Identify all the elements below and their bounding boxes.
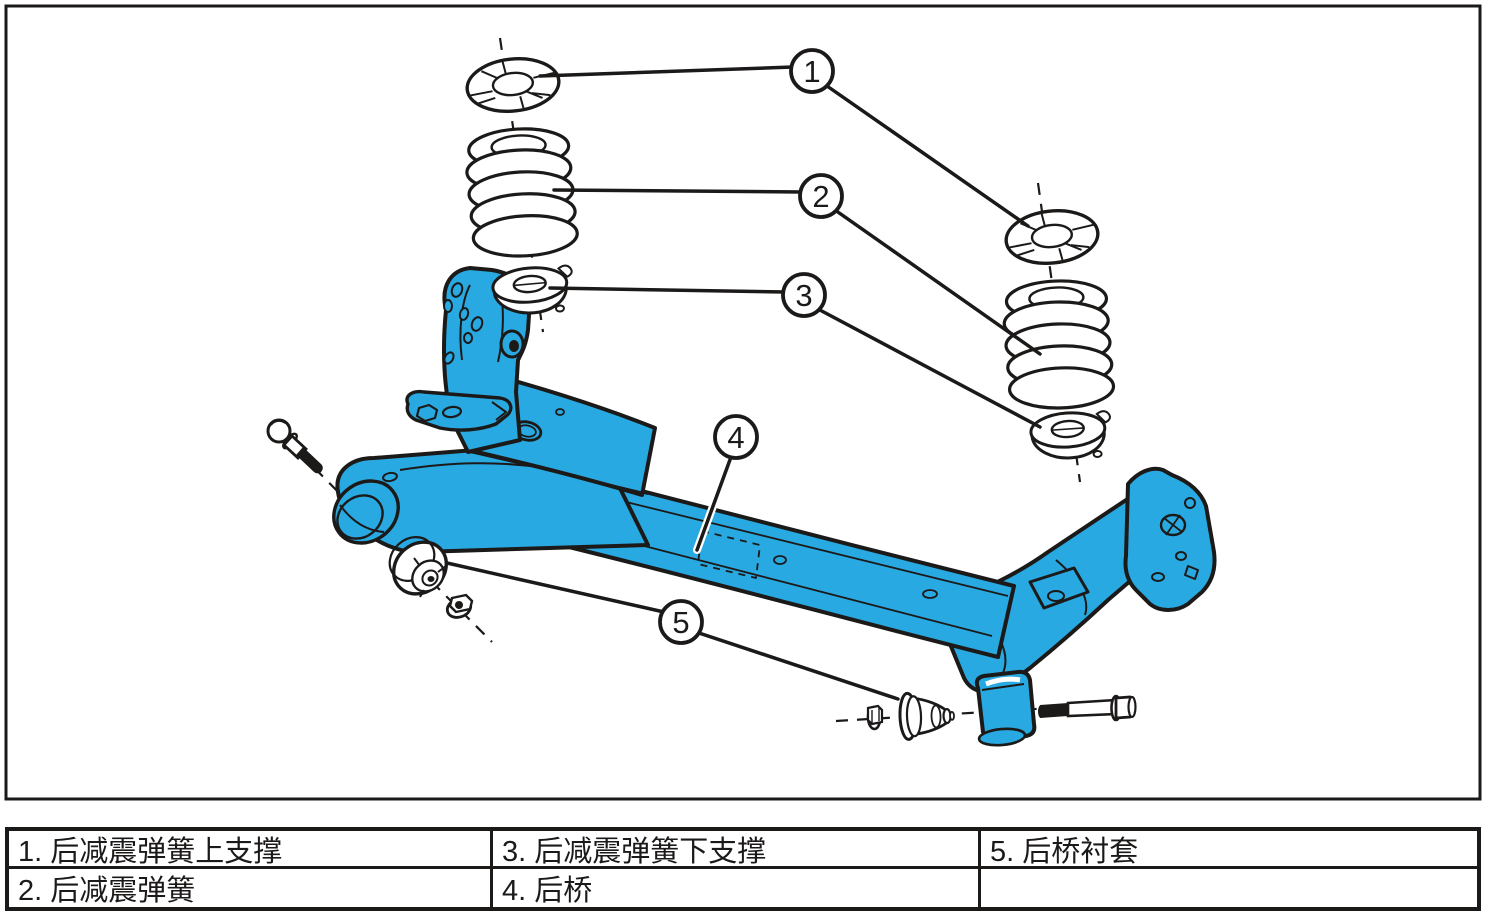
bolt-left-threads bbox=[296, 447, 323, 474]
legend-cell-5: 5. 后桥衬套 bbox=[981, 831, 1477, 869]
callout-2-number: 2 bbox=[812, 179, 829, 214]
shock-mount-bracket bbox=[1028, 566, 1090, 610]
leader-2-left bbox=[552, 188, 804, 194]
leader-4 bbox=[695, 455, 733, 552]
coil-spring-right bbox=[1001, 277, 1116, 412]
rear-axle-beam bbox=[332, 266, 1217, 747]
callout-1: 1 bbox=[789, 48, 835, 94]
bolt-left bbox=[266, 418, 323, 474]
legend-cell-empty bbox=[981, 869, 1477, 907]
callouts: 1 2 3 4 5 bbox=[658, 48, 844, 645]
right-mount-bracket bbox=[1123, 466, 1217, 612]
legend-cell-1: 1. 后减震弹簧上支撑 bbox=[9, 831, 493, 869]
nut-left bbox=[445, 593, 474, 619]
leader-3-right bbox=[816, 307, 1042, 429]
legend-table: 1. 后减震弹簧上支撑 3. 后减震弹簧下支撑 5. 后桥衬套 2. 后减震弹簧… bbox=[5, 827, 1481, 911]
callout-5-number: 5 bbox=[672, 605, 689, 640]
coil-spring-left bbox=[463, 124, 580, 261]
leader-lines bbox=[445, 65, 1042, 701]
leader-5-right bbox=[697, 631, 900, 701]
leader-3-left bbox=[548, 286, 787, 294]
right-bushing-sleeve bbox=[974, 669, 1037, 747]
legend-cell-4: 4. 后桥 bbox=[493, 869, 981, 907]
bolt-right bbox=[1038, 694, 1137, 722]
callout-3: 3 bbox=[781, 272, 827, 318]
callout-5: 5 bbox=[658, 599, 704, 645]
beam-label-patch bbox=[697, 530, 761, 579]
leader-5-left bbox=[445, 561, 666, 614]
callout-4: 4 bbox=[713, 414, 759, 460]
callout-1-number: 1 bbox=[803, 54, 820, 89]
bolt-right-threads bbox=[1040, 703, 1068, 718]
figure-border bbox=[4, 4, 1482, 801]
nut-bottom bbox=[866, 704, 884, 731]
leader-1-right bbox=[825, 84, 1030, 228]
left-small-arm bbox=[405, 389, 513, 432]
callout-4-number: 4 bbox=[727, 420, 744, 455]
bushing-left bbox=[388, 536, 448, 598]
hex-hole bbox=[415, 403, 439, 423]
callout-3-number: 3 bbox=[795, 278, 812, 313]
legend-cell-3: 3. 后减震弹簧下支撑 bbox=[493, 831, 981, 869]
bushing-cone-bottom bbox=[898, 691, 955, 741]
leader-1-left bbox=[538, 65, 795, 78]
callout-2: 2 bbox=[798, 173, 844, 219]
leader-2-right bbox=[833, 208, 1042, 356]
legend-cell-2: 2. 后减震弹簧 bbox=[9, 869, 493, 907]
